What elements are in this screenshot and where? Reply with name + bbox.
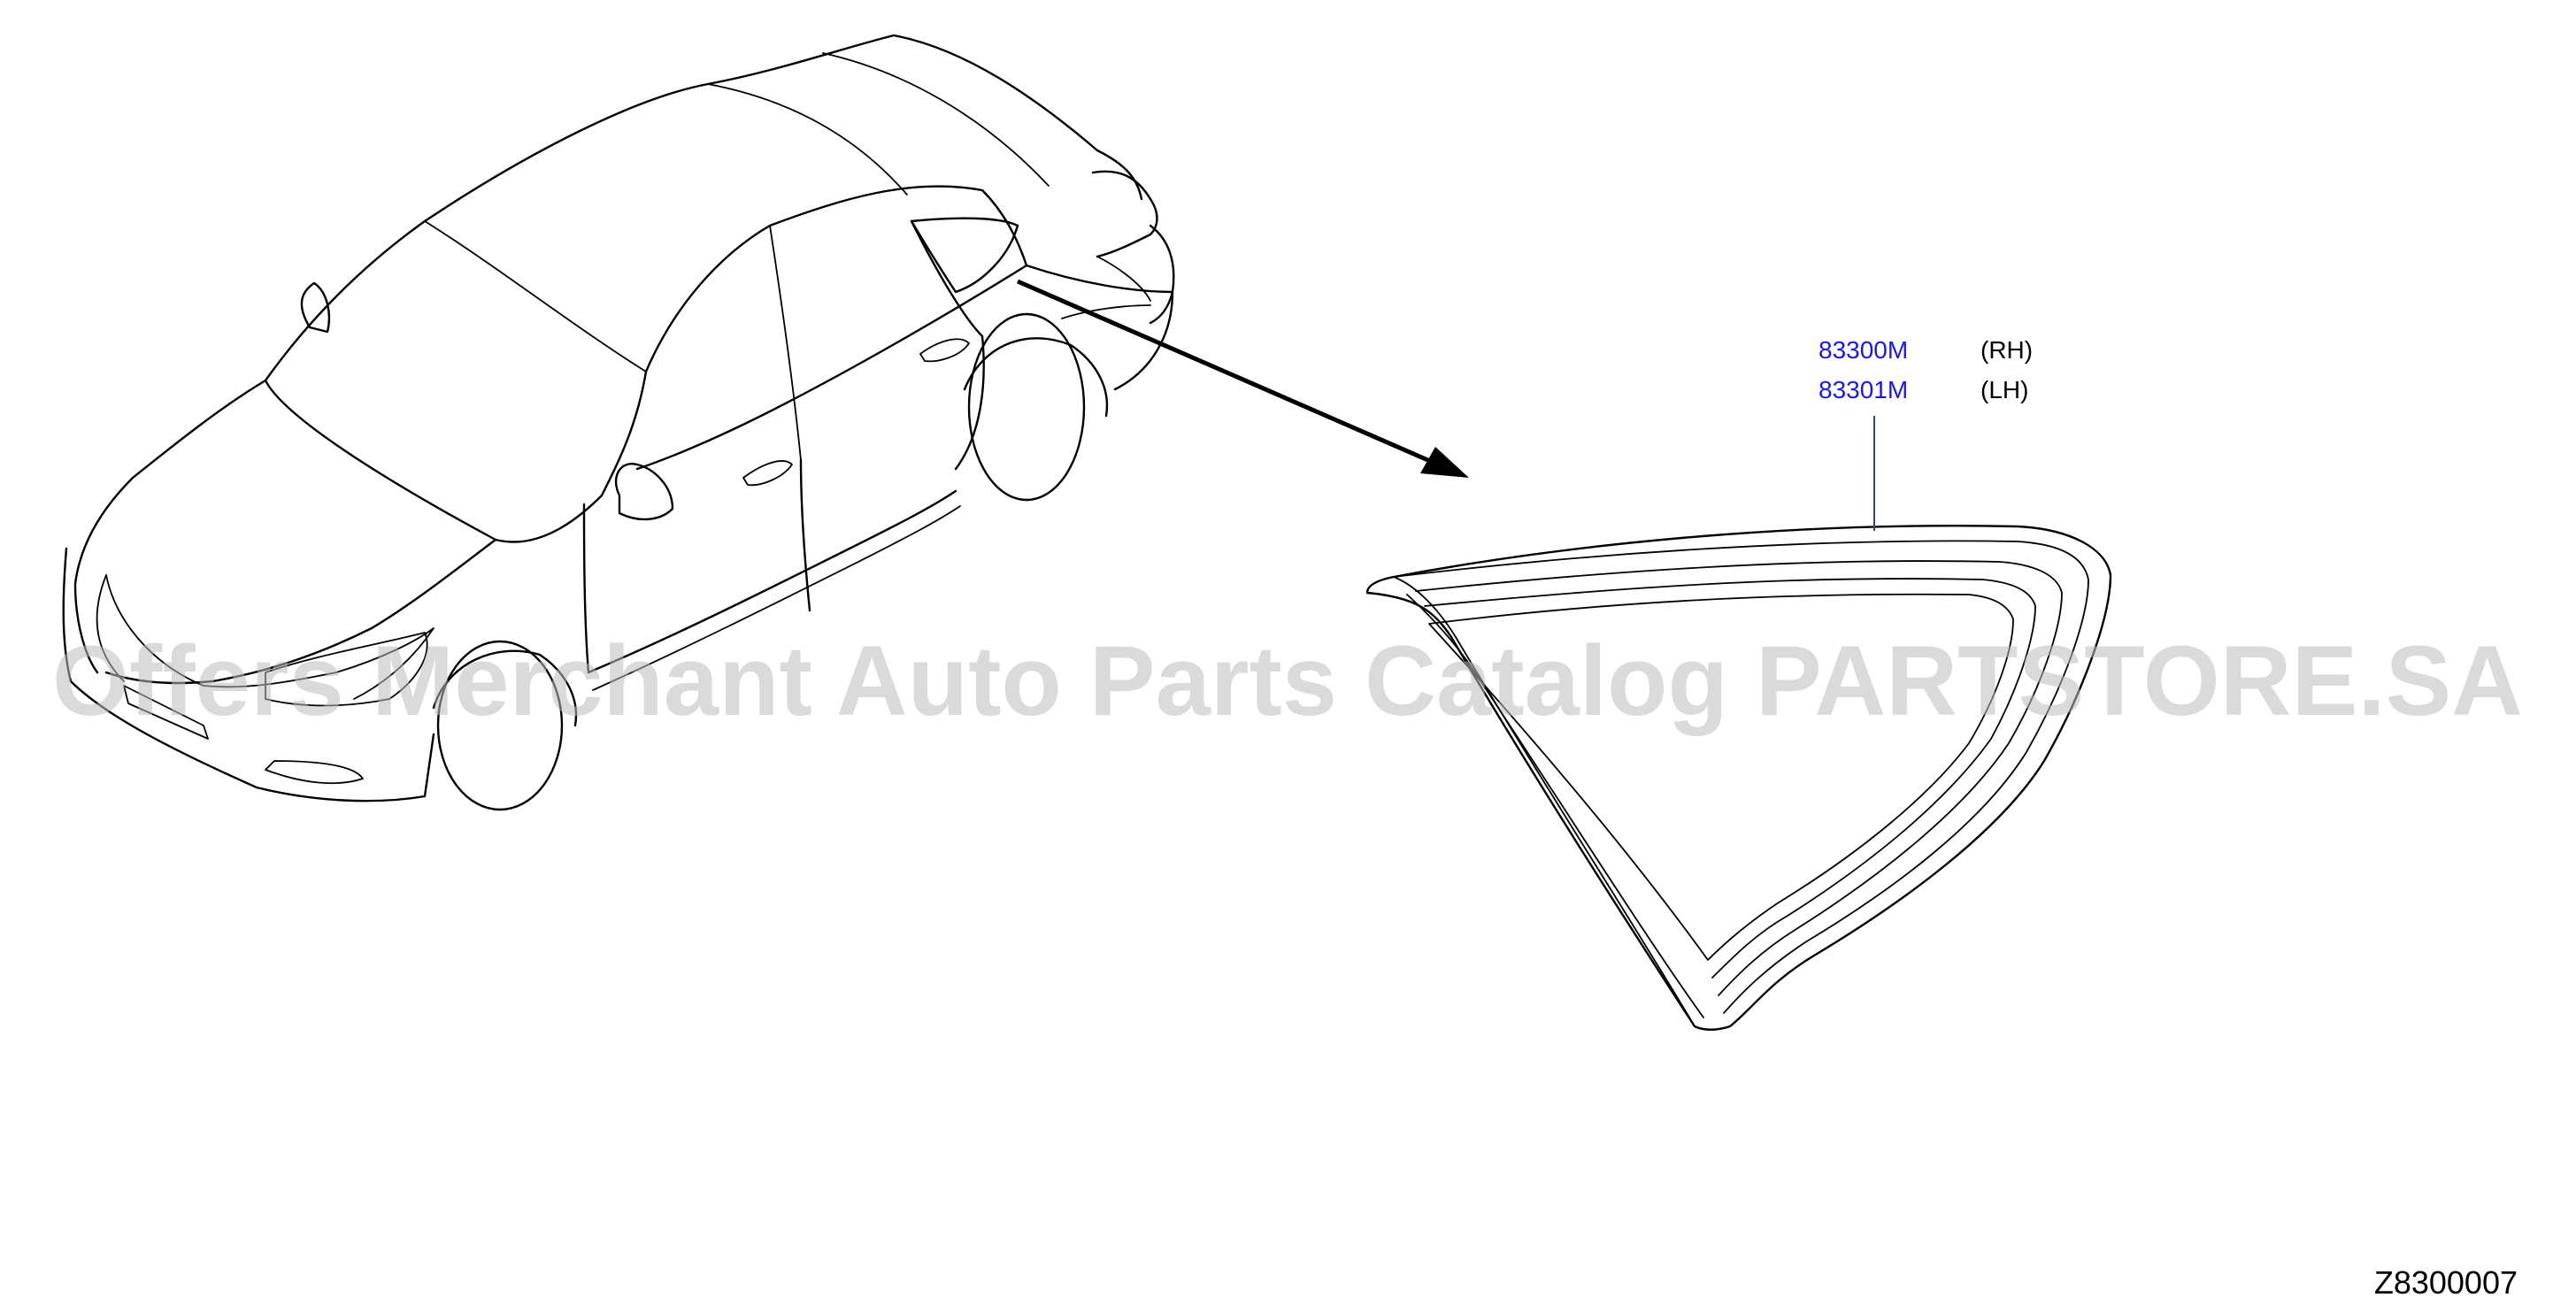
quarter-glass xyxy=(1365,416,2112,1031)
car-door-handle-front xyxy=(742,460,793,487)
car-side-windows xyxy=(635,185,1028,471)
car-mirror xyxy=(300,281,331,334)
car-front-wheel xyxy=(436,640,564,811)
figure-code: Z8300007 xyxy=(2374,1264,2518,1301)
car-headlight xyxy=(265,632,428,707)
part-number-rh[interactable]: 83300M xyxy=(1819,336,1908,364)
car-doors xyxy=(582,334,985,674)
car-front-bumper xyxy=(62,547,435,802)
part-side-rh: (RH) xyxy=(1980,336,2033,364)
car-windshield xyxy=(264,219,648,543)
car-illustration xyxy=(62,34,1175,811)
car-door-handle-rear xyxy=(919,338,970,363)
car-grille xyxy=(105,574,434,700)
car-hood xyxy=(73,379,267,674)
car-roof xyxy=(423,34,1143,223)
car-rear-wheel xyxy=(967,312,1086,502)
part-number-lh[interactable]: 83301M xyxy=(1819,376,1908,403)
pointer-arrow xyxy=(1017,279,1469,478)
car-trunk xyxy=(1091,170,1158,258)
part-side-lh: (LH) xyxy=(1980,376,2028,403)
car-sill xyxy=(587,489,957,674)
part-labels: 83300M (RH) 83301M (LH) xyxy=(1819,336,2033,403)
watermark-text: Offers Merchant Auto Parts Catalog PARTS… xyxy=(52,626,2523,736)
